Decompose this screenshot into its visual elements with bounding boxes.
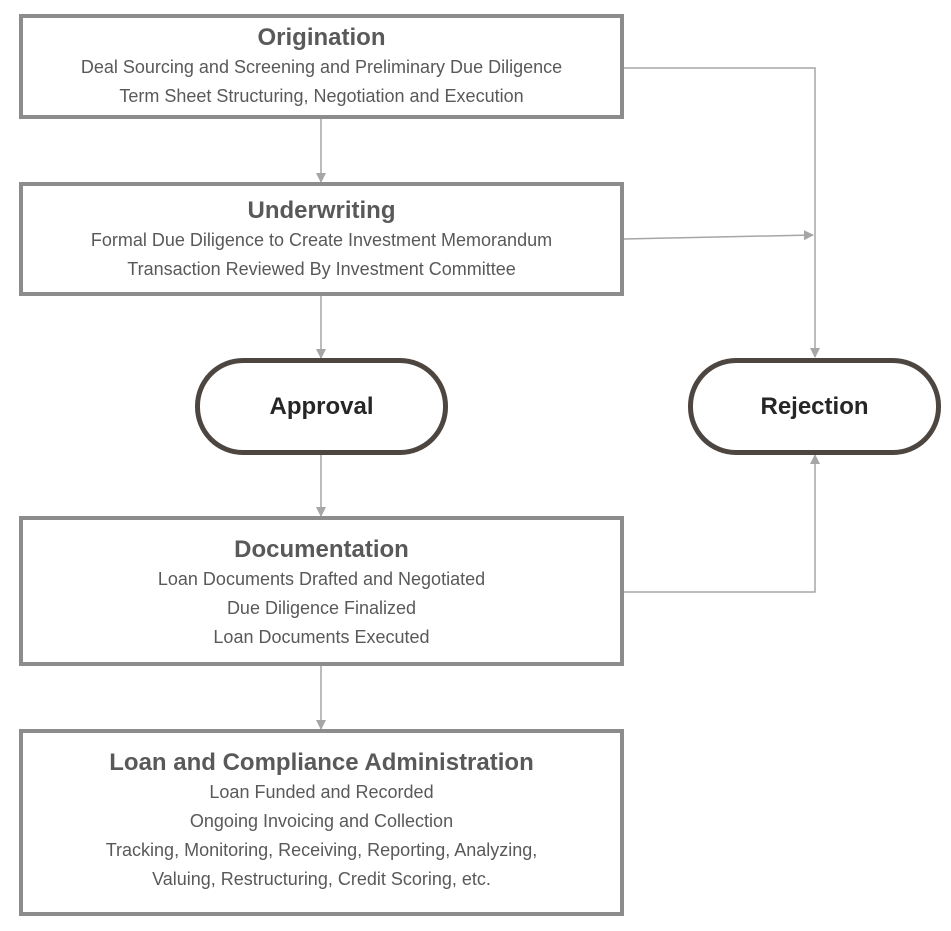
administration-line: Valuing, Restructuring, Credit Scoring, …	[152, 869, 491, 889]
origination-title: Origination	[257, 24, 386, 51]
documentation-line: Due Diligence Finalized	[226, 598, 417, 618]
underwriting-title: Underwriting	[247, 197, 396, 224]
administration-line: Loan Funded and Recorded	[209, 782, 434, 802]
origination-line: Deal Sourcing and Screening and Prelimin…	[80, 57, 563, 77]
administration-line: Tracking, Monitoring, Receiving, Reporti…	[105, 840, 538, 860]
administration-box: Loan and Compliance Administration Loan …	[19, 729, 624, 916]
arrow-underwriting-to-rejection	[623, 230, 814, 241]
approval-label: Approval	[269, 392, 374, 420]
documentation-title: Documentation	[234, 536, 409, 563]
underwriting-line: Transaction Reviewed By Investment Commi…	[127, 259, 516, 279]
administration-title: Loan and Compliance Administration	[109, 749, 534, 776]
rejection-terminal: Rejection	[688, 358, 941, 455]
underwriting-box: Underwriting Formal Due Diligence to Cre…	[19, 182, 624, 296]
origination-box: Origination Deal Sourcing and Screening …	[19, 14, 624, 119]
approval-terminal: Approval	[195, 358, 448, 455]
arrow-documentation-to-rejection	[624, 454, 820, 593]
documentation-box: Documentation Loan Documents Drafted and…	[19, 516, 624, 666]
underwriting-line: Formal Due Diligence to Create Investmen…	[90, 230, 553, 250]
administration-line: Ongoing Invoicing and Collection	[189, 811, 454, 831]
documentation-line: Loan Documents Executed	[213, 627, 430, 647]
rejection-label: Rejection	[760, 392, 869, 420]
arrow-origination-to-rejection	[624, 67, 820, 358]
origination-line: Term Sheet Structuring, Negotiation and …	[119, 86, 524, 106]
documentation-line: Loan Documents Drafted and Negotiated	[157, 569, 486, 589]
